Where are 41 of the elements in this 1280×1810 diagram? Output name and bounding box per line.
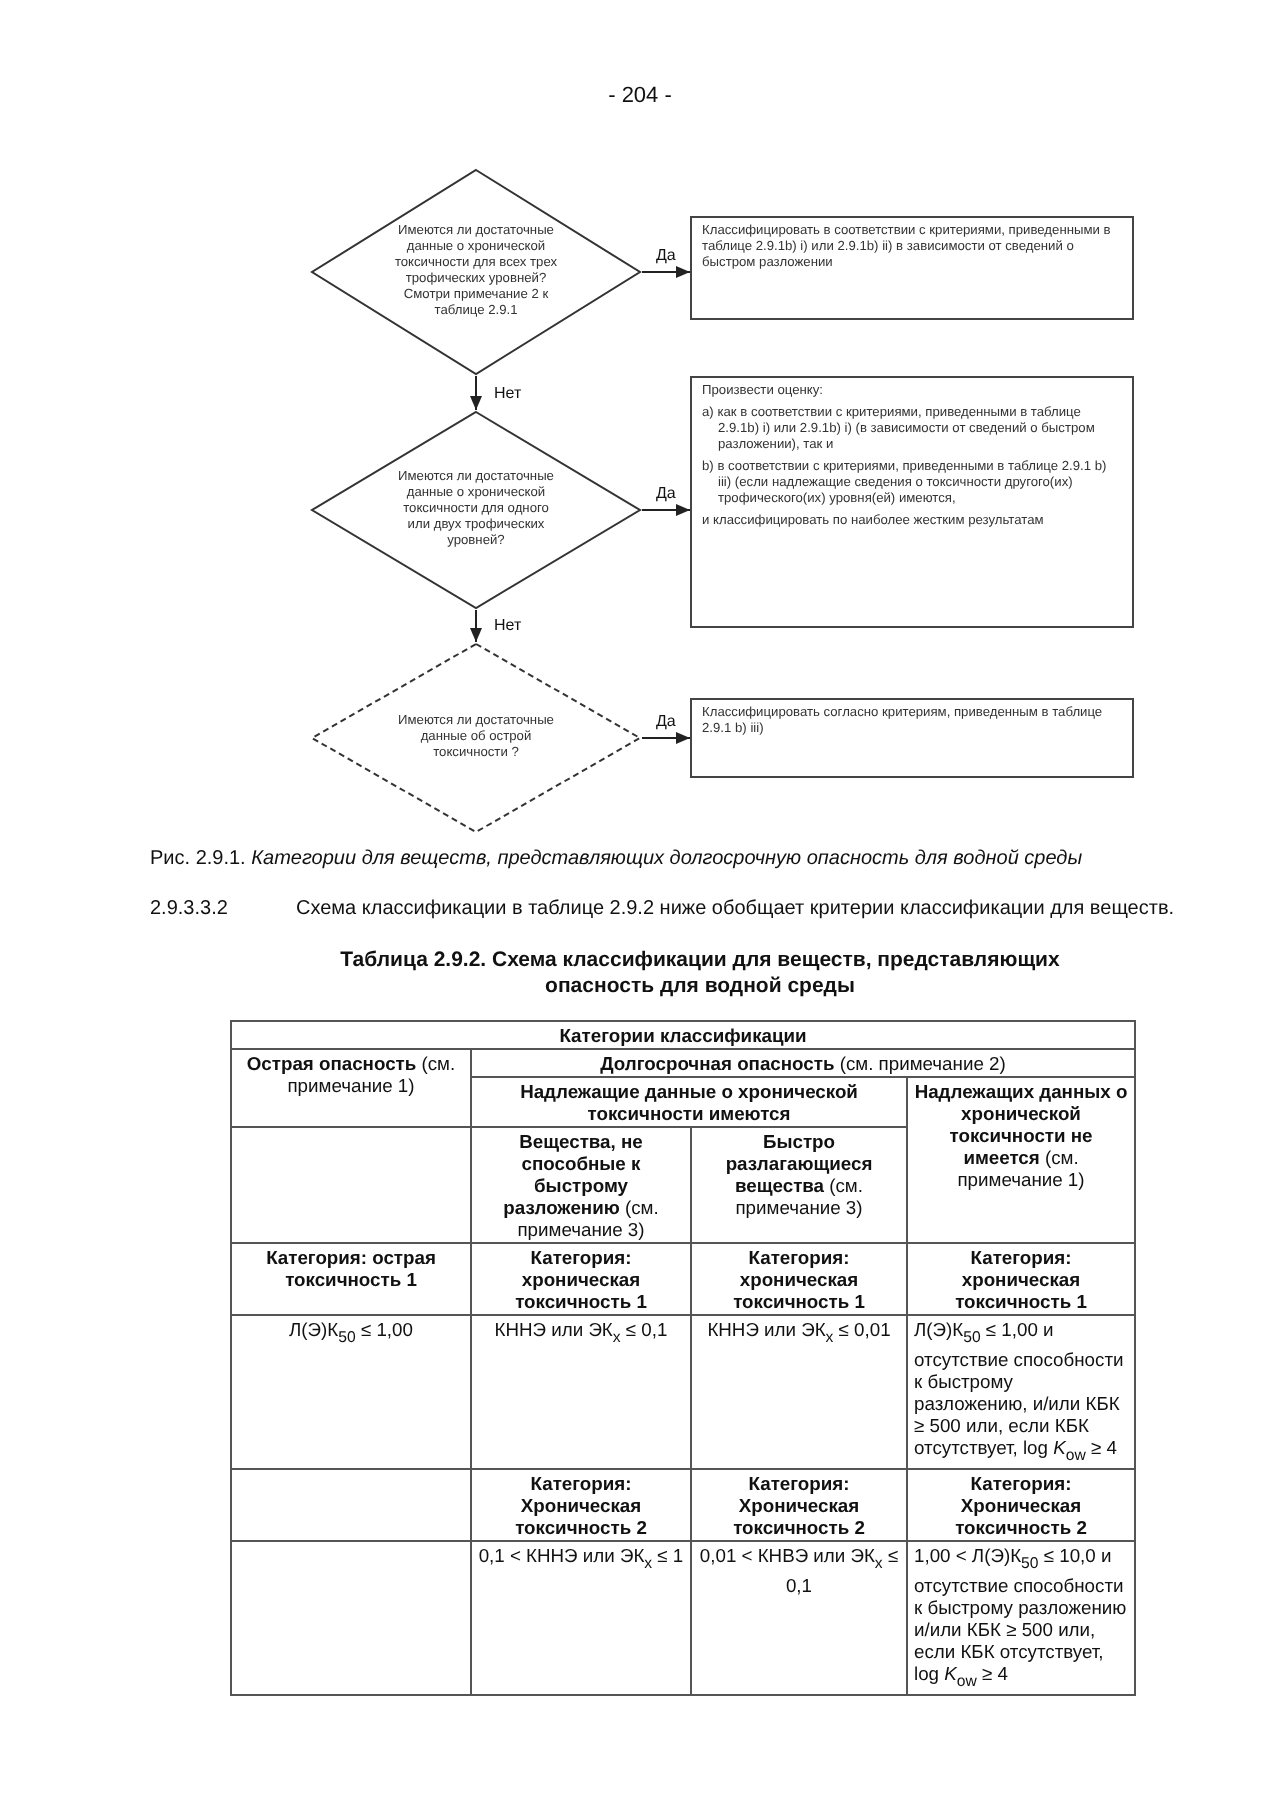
edge-label: Да bbox=[654, 712, 678, 732]
table-cell: Категория: хроническая токсичность 1 bbox=[691, 1243, 907, 1315]
table-cell: Категории классификации bbox=[231, 1021, 1135, 1049]
edge-label: Да bbox=[654, 484, 678, 504]
table-title: Таблица 2.9.2. Схема классификации для веществ, представляющих опасность для водной среды bbox=[338, 948, 1062, 1000]
decision-diamond bbox=[310, 642, 642, 834]
section-number: 2.9.3.3.2 bbox=[150, 898, 228, 920]
process-box bbox=[690, 376, 1134, 628]
table-cell: Категория: острая токсичность 1 bbox=[231, 1243, 471, 1315]
decision-diamond bbox=[310, 410, 642, 610]
table-cell: Категория: Хроническая токсичность 2 bbox=[471, 1468, 691, 1541]
table-cell: Категория: Хроническая токсичность 2 bbox=[691, 1468, 907, 1541]
arrow bbox=[470, 375, 482, 411]
edge-label: Да bbox=[654, 246, 678, 266]
table-cell: Надлежащие данные о хронической токсичности имеются bbox=[471, 1077, 907, 1127]
process-box bbox=[690, 698, 1134, 778]
arrow bbox=[641, 266, 691, 278]
decision-diamond bbox=[310, 168, 642, 376]
arrow bbox=[470, 609, 482, 643]
process-box bbox=[690, 216, 1134, 320]
table-cell: КННЭ или ЭК$_{x}$ ≤ 0,01 bbox=[691, 1315, 907, 1469]
table-cell: 1,00 < Л(Э)К$_{50}$ ≤ 10,0 и отсутствие способности к быстрому разложению и/или КБК ≥ 500 или, если КБК отсутствует, log K$_{ow}$ ≥ 4 bbox=[907, 1540, 1135, 1694]
table-cell: 0,1 < КННЭ или ЭК$_{x}$ ≤ 1 bbox=[471, 1540, 691, 1694]
paragraph-text: Схема классификации в таблице 2.9.2 ниже обобщает критерии классификации для веществ. bbox=[296, 898, 1177, 920]
table-cell: Вещества, не способные к быстрому разложению (см. примечание 3) bbox=[471, 1127, 691, 1243]
table-cell: Надлежащих данных о хронической токсичности не имеется (см. примечание 1) bbox=[907, 1077, 1135, 1243]
table-cell: КННЭ или ЭК$_{x}$ ≤ 0,1 bbox=[471, 1315, 691, 1469]
table-cell: Л(Э)К$_{50}$ ≤ 1,00 и отсутствие способности к быстрому разложению, и/или КБК ≥ 500 или, если КБК отсутствует, log K$_{ow}$ ≥ 4 bbox=[907, 1315, 1135, 1469]
table-cell: Острая опасность (см. примечание 1) bbox=[231, 1049, 471, 1127]
table-cell: Категория: хроническая токсичность 1 bbox=[471, 1243, 691, 1315]
edge-label: Нет bbox=[492, 616, 524, 636]
table-cell: Категория: хроническая токсичность 1 bbox=[907, 1243, 1135, 1315]
figure-caption: Рис. 2.9.1. Категории для веществ, представляющих долгосрочную опасность для водной среды bbox=[150, 848, 1085, 870]
edge-label: Нет bbox=[492, 383, 524, 403]
arrow bbox=[641, 504, 691, 516]
arrow bbox=[641, 732, 691, 744]
table-cell: Долгосрочная опасность (см. примечание 2) bbox=[471, 1049, 1135, 1077]
table-cell: Л(Э)К$_{50}$ ≤ 1,00 bbox=[231, 1315, 471, 1469]
page-number: - 204 - bbox=[606, 84, 674, 108]
table-cell: 0,01 < КНВЭ или ЭК$_{x}$ ≤ 0,1 bbox=[691, 1540, 907, 1694]
table-cell: Категория: Хроническая токсичность 2 bbox=[907, 1468, 1135, 1541]
